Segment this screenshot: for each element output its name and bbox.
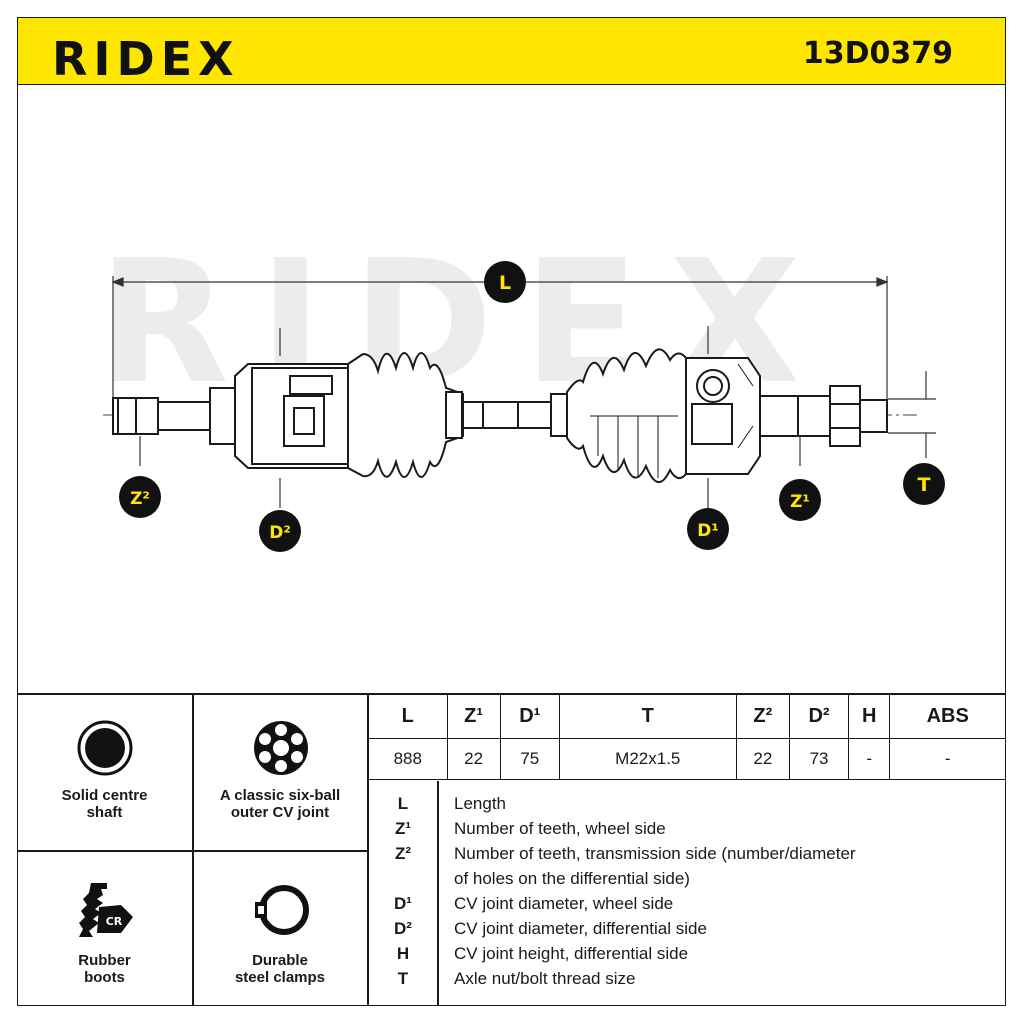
label-T: T [903,463,945,505]
svg-text:Z²: Z² [130,489,150,509]
svg-text:CR: CR [106,915,123,928]
spec-header-cell: L [368,693,448,739]
shaft-drawing [112,348,888,483]
header-bar: RIDEX 13D0379 [17,17,1006,85]
spec-value-cell: 888 [368,738,448,780]
spec-value-cell: 22 [735,738,790,780]
rubber-boot-icon: CR [79,883,133,937]
feature-divider-h [17,850,368,852]
spec-value-cell: - [889,738,1006,780]
spec-header-cell: H [848,693,891,739]
spec-value-cell: 22 [446,738,501,780]
svg-text:D²: D² [269,523,291,543]
spec-value-row: 888 22 75 M22x1.5 22 73 - - [368,738,1006,780]
part-number: 13D0379 [802,36,953,71]
label-D2: D² [259,510,301,552]
spec-header-cell: Z¹ [446,693,501,739]
label-Z2: Z² [119,476,161,518]
spec-table: L Z¹ D¹ T Z² D² H ABS 888 22 75 M22x1.5 … [368,693,1006,780]
label-Z1: Z¹ [779,479,821,521]
brand-logo: RIDEX [52,32,240,86]
spec-value-cell: 75 [499,738,560,780]
spec-header-cell: D¹ [499,693,560,739]
spec-header-cell: D² [788,693,850,739]
six-ball-cv-joint-icon [254,721,308,775]
svg-text:L: L [499,272,511,294]
svg-text:D¹: D¹ [697,521,719,541]
steel-clamp-icon [255,885,309,935]
label-L: L [484,261,526,303]
label-D1: D¹ [687,508,729,550]
spec-header-cell: T [558,693,737,739]
feature-divider-v2 [367,693,369,1006]
solid-shaft-icon [77,720,133,776]
spec-header-row: L Z¹ D¹ T Z² D² H ABS [368,693,1006,739]
legend-divider [437,781,439,1006]
spec-value-cell: 73 [788,738,850,780]
drive-shaft-diagram: RIDEX [98,224,945,552]
spec-value-cell: M22x1.5 [558,738,737,780]
spec-header-cell: ABS [889,693,1006,739]
svg-text:Z¹: Z¹ [790,492,810,512]
spec-value-cell: - [848,738,891,780]
feature-divider-v [192,693,194,1006]
svg-text:T: T [918,474,931,496]
spec-header-cell: Z² [735,693,790,739]
